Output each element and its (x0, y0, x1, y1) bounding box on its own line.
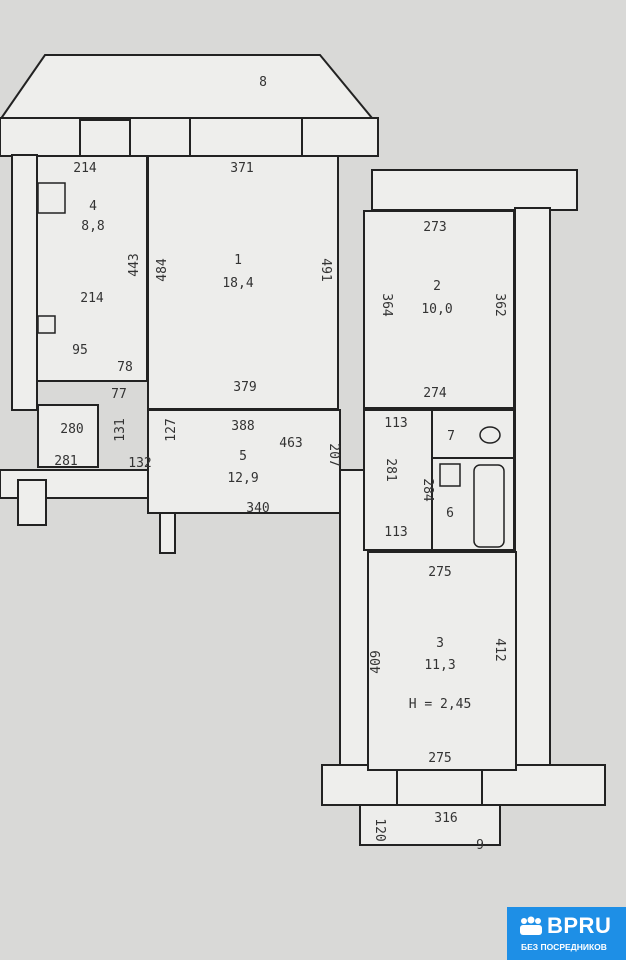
room-1 (147, 155, 339, 410)
dimensions: 214 371 443 484 491 214 95 78 77 379 388… (54, 161, 507, 842)
room-5-hall (147, 409, 341, 514)
room-area: 11,3 (424, 658, 455, 673)
svg-text:340: 340 (246, 501, 269, 516)
room-4-kitchen (36, 155, 148, 382)
svg-text:131: 131 (113, 418, 128, 441)
svg-text:132: 132 (128, 456, 151, 471)
svg-text:274: 274 (423, 386, 447, 401)
room-label: 5 (239, 449, 247, 464)
svg-text:491: 491 (318, 258, 333, 281)
svg-text:362: 362 (492, 293, 507, 316)
svg-text:78: 78 (117, 360, 133, 375)
svg-text:409: 409 (369, 650, 384, 673)
svg-text:379: 379 (233, 380, 256, 395)
toilet (479, 426, 501, 444)
svg-text:281: 281 (54, 454, 77, 469)
bpru-watermark: BPRU БЕЗ ПОСРЕДНИКОВ (507, 907, 626, 960)
room-label: 7 (447, 429, 455, 444)
corridor (37, 404, 99, 468)
room-label: 9 (476, 838, 484, 853)
svg-text:207: 207 (326, 443, 341, 466)
room-area: 10,0 (421, 302, 452, 317)
room-label: 2 (433, 279, 441, 294)
room-6-bath (431, 457, 515, 551)
room-9-balcony (359, 804, 501, 846)
svg-text:273: 273 (423, 220, 446, 235)
svg-text:77: 77 (111, 387, 127, 402)
svg-text:484: 484 (155, 258, 170, 282)
svg-text:388: 388 (231, 419, 254, 434)
watermark-tagline: БЕЗ ПОСРЕДНИКОВ (521, 942, 607, 952)
wc (363, 409, 433, 551)
bathtub (473, 464, 505, 548)
svg-text:214: 214 (73, 161, 97, 176)
svg-text:280: 280 (60, 422, 83, 437)
svg-text:463: 463 (279, 436, 302, 451)
ceiling-height: H = 2,45 (409, 697, 472, 712)
watermark-brand: BPRU (547, 913, 612, 938)
svg-text:443: 443 (127, 253, 142, 276)
room-area: 12,9 (227, 471, 258, 486)
room-label: 1 (234, 253, 242, 268)
svg-text:281: 281 (383, 458, 398, 481)
room-7 (431, 409, 515, 459)
room-3 (367, 551, 517, 771)
svg-text:364: 364 (379, 293, 394, 317)
svg-text:127: 127 (164, 418, 179, 441)
svg-text:120: 120 (372, 818, 387, 841)
svg-text:316: 316 (434, 811, 457, 826)
svg-text:275: 275 (428, 565, 451, 580)
room-label: 6 (446, 506, 454, 521)
room-2 (363, 210, 515, 409)
stove (37, 182, 66, 214)
svg-text:214: 214 (80, 291, 104, 306)
washbasin (439, 463, 461, 487)
room-label: 3 (436, 636, 444, 651)
room-label: 4 (89, 199, 97, 214)
svg-text:95: 95 (72, 343, 88, 358)
svg-text:275: 275 (428, 751, 451, 766)
svg-text:113: 113 (384, 525, 407, 540)
room-label: 8 (259, 75, 267, 90)
room-area: 8,8 (81, 219, 104, 234)
people-logo-icon (520, 916, 542, 935)
sink (37, 315, 56, 334)
walls (0, 54, 606, 806)
window (396, 769, 483, 806)
svg-text:113: 113 (384, 416, 407, 431)
room-area: 18,4 (222, 276, 253, 291)
svg-text:412: 412 (492, 638, 507, 661)
svg-text:284: 284 (420, 478, 435, 502)
svg-text:371: 371 (230, 161, 253, 176)
rooms (36, 155, 517, 846)
